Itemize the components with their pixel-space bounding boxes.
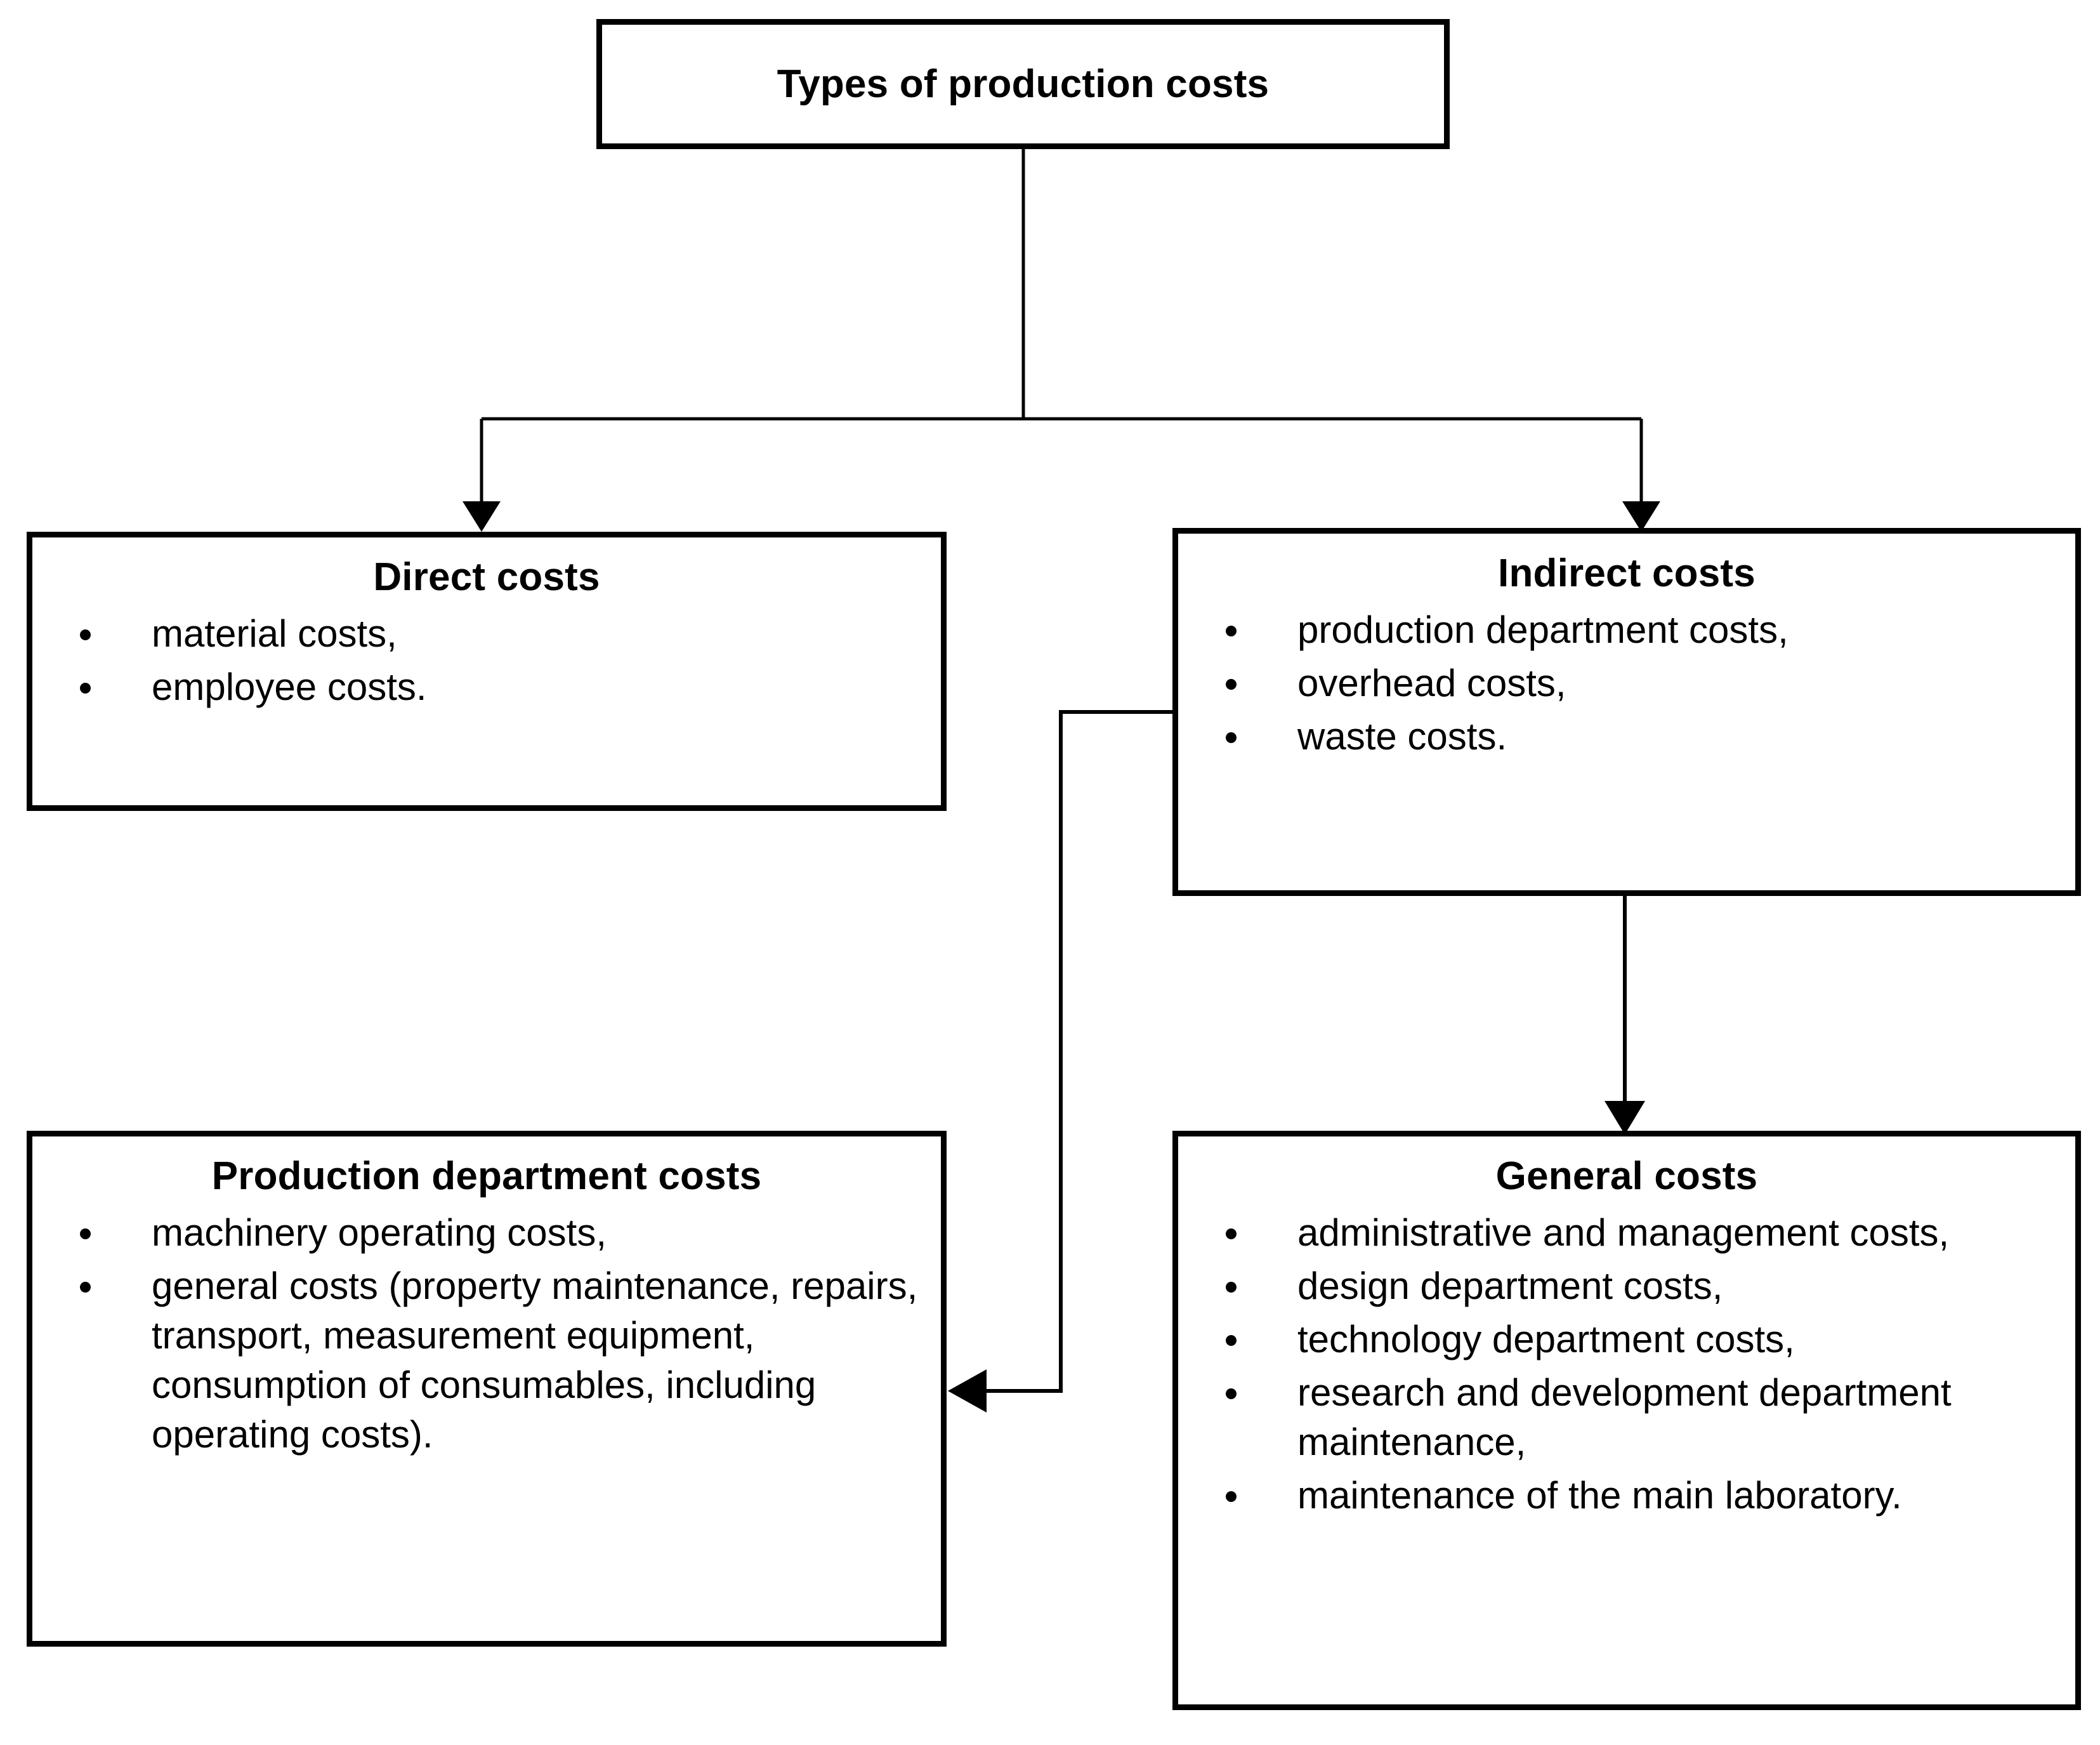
list-item: overhead costs, — [1178, 659, 2075, 708]
connector-indirect-general — [1605, 896, 1645, 1135]
list-item: general costs (property maintenance, rep… — [32, 1261, 941, 1459]
node-production-department-costs[interactable]: Production department costs machinery op… — [27, 1131, 947, 1647]
list-item: technology department costs, — [1178, 1315, 2075, 1364]
list-item: production department costs, — [1178, 605, 2075, 655]
node-title: Direct costs — [373, 555, 600, 599]
node-title: Types of production costs — [777, 62, 1270, 106]
bullet-list: production department costs, overhead co… — [1178, 605, 2075, 761]
list-item: machinery operating costs, — [32, 1208, 941, 1258]
connector-indirect-production — [948, 710, 1172, 1412]
node-title: General costs — [1495, 1154, 1758, 1198]
node-title: Indirect costs — [1498, 551, 1755, 595]
node-types-of-production-costs[interactable]: Types of production costs — [596, 19, 1450, 149]
list-item: material costs, — [32, 609, 941, 659]
list-item: maintenance of the main laboratory. — [1178, 1471, 2075, 1520]
list-item: research and development department main… — [1178, 1368, 2075, 1467]
list-item: design department costs, — [1178, 1261, 2075, 1311]
bullet-list: administrative and management costs, des… — [1178, 1208, 2075, 1520]
node-indirect-costs[interactable]: Indirect costs production department cos… — [1172, 528, 2081, 896]
list-item: waste costs. — [1178, 712, 2075, 761]
list-item: employee costs. — [32, 662, 941, 712]
list-item: administrative and management costs, — [1178, 1208, 2075, 1258]
bullet-list: machinery operating costs, general costs… — [32, 1208, 941, 1459]
connector-root-split — [463, 149, 1660, 532]
bullet-list: material costs, employee costs. — [32, 609, 941, 712]
node-general-costs[interactable]: General costs administrative and managem… — [1172, 1131, 2081, 1710]
node-direct-costs[interactable]: Direct costs material costs, employee co… — [27, 532, 947, 811]
node-title: Production department costs — [211, 1154, 762, 1198]
